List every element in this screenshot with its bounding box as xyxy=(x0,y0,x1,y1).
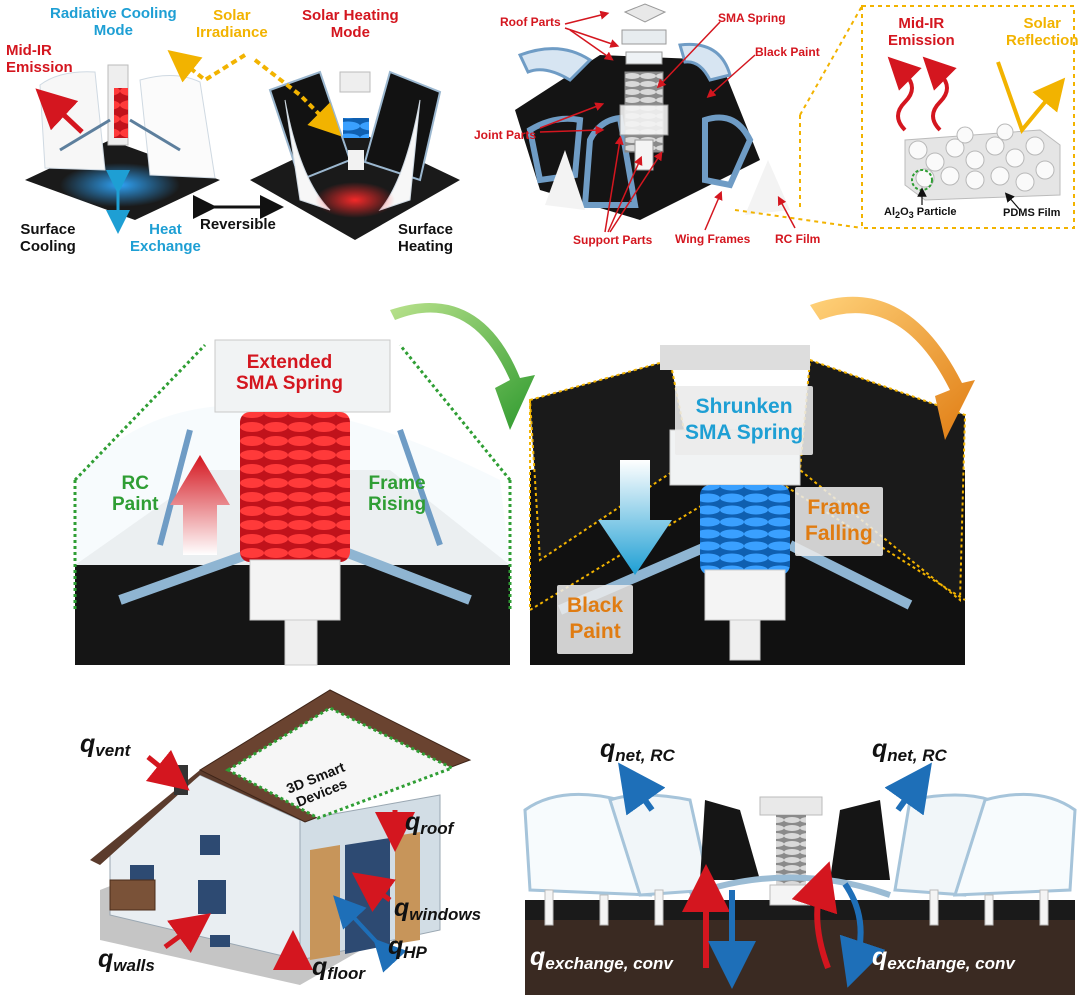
mid-ir-label-a: Mid-IR Emission xyxy=(6,42,73,76)
panel-c-film xyxy=(887,56,1066,211)
q-windows-label: qwindows xyxy=(394,894,482,924)
frame-falling-label: Frame Falling xyxy=(795,487,883,556)
panel-d-extended-device xyxy=(73,302,535,666)
q-floor-label: qfloor xyxy=(312,953,366,983)
q-net-rc-left-label: qnet, RC xyxy=(600,735,675,765)
panel-g-arrows xyxy=(618,762,932,989)
wing-frames-label: Wing Frames xyxy=(675,232,751,246)
support-parts-label: Support Parts xyxy=(573,233,653,247)
sma-spring-label: SMA Spring xyxy=(718,11,786,25)
solar-irradiance-label: Solar Irradiance xyxy=(196,7,268,41)
solar-reflect-arrow xyxy=(167,50,247,83)
extended-spring-label: Extended SMA Spring xyxy=(236,352,343,395)
solar-in-arrow xyxy=(253,58,342,137)
reversible-label: Reversible xyxy=(200,216,276,233)
heat-exchange-label: Heat Exchange xyxy=(130,221,201,255)
rc-paint-label: RC Paint xyxy=(112,473,159,516)
q-exchange-right-label: qexchange, conv xyxy=(872,943,1015,973)
pdms-film-label: PDMS Film xyxy=(1003,207,1061,219)
surface-heating-label: Surface Heating xyxy=(398,221,454,255)
panel-b-leader-lines xyxy=(539,10,796,233)
surface-cooling-label: Surface Cooling xyxy=(20,221,76,255)
panel-a-device-cooling xyxy=(25,64,220,220)
rc-mode-label: Radiative Cooling Mode xyxy=(50,5,177,39)
al2o3-particle-label: Al2O3 Particle xyxy=(884,206,957,221)
q-exchange-left-label: qexchange, conv xyxy=(530,943,673,973)
panel-f-arrows xyxy=(145,749,415,973)
black-paint-label-b: Black Paint xyxy=(755,45,820,59)
q-vent-label: qvent xyxy=(80,730,131,760)
sh-mode-label: Solar Heating Mode xyxy=(302,7,399,41)
q-walls-label: qwalls xyxy=(98,945,155,975)
solar-reflection-label: Solar Reflection xyxy=(1006,15,1079,49)
q-roof-label: qroof xyxy=(405,808,454,838)
mid-ir-arrow-a xyxy=(35,88,84,134)
frame-rising-label: Frame Rising xyxy=(368,473,427,516)
q-hp-label: qHP xyxy=(388,932,427,962)
shrunken-spring-label: Shrunken SMA Spring xyxy=(675,386,814,455)
rc-film-label: RC Film xyxy=(775,232,821,246)
joint-parts-label: Joint Parts xyxy=(474,128,537,142)
panel-c-zoom-box xyxy=(734,5,1075,229)
roof-parts-label: Roof Parts xyxy=(500,15,561,29)
panel-a-device-heating xyxy=(250,70,460,240)
q-net-rc-right-label: qnet, RC xyxy=(872,735,947,765)
panel-b-exploded-device xyxy=(515,3,790,220)
mid-ir-label-c: Mid-IR Emission xyxy=(888,15,955,49)
black-paint-label-e: Black Paint xyxy=(557,585,634,654)
